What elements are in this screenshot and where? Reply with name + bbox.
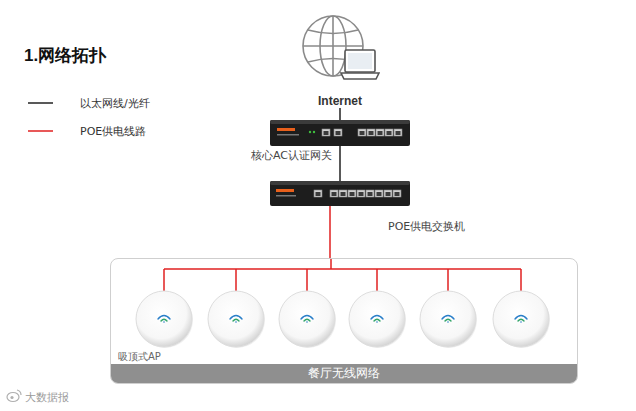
region-name: 餐厅无线网络 xyxy=(308,365,380,382)
region-box: 餐厅无线网络 xyxy=(110,258,578,384)
switch-device xyxy=(270,181,410,206)
connector-line xyxy=(329,206,331,258)
legend-text: 以太网线/光纤 xyxy=(80,96,150,111)
device-label: 核心AC认证网关 xyxy=(251,148,332,163)
gateway-device xyxy=(270,120,410,146)
legend-text: POE供电线路 xyxy=(80,124,146,139)
node-label: Internet xyxy=(316,94,364,108)
internet-node: Internet xyxy=(300,6,380,108)
device-label: POE供电交换机 xyxy=(388,219,465,234)
legend-line-red xyxy=(28,130,53,132)
diagram-title: 1.网络拓扑 xyxy=(24,44,106,67)
ap-type-label: 吸顶式AP xyxy=(118,350,161,364)
switch-node: POE供电交换机 xyxy=(270,181,410,206)
ap-wiring xyxy=(111,259,579,366)
connector-line xyxy=(339,146,341,181)
gateway-node: 核心AC认证网关 xyxy=(270,120,410,146)
region-band: 餐厅无线网络 xyxy=(111,364,577,383)
internet-icon xyxy=(300,6,380,108)
watermark-text: 大数据报 xyxy=(25,390,69,405)
legend-line-black xyxy=(28,102,53,104)
watermark-icon xyxy=(7,390,21,402)
connector-line xyxy=(339,108,341,120)
